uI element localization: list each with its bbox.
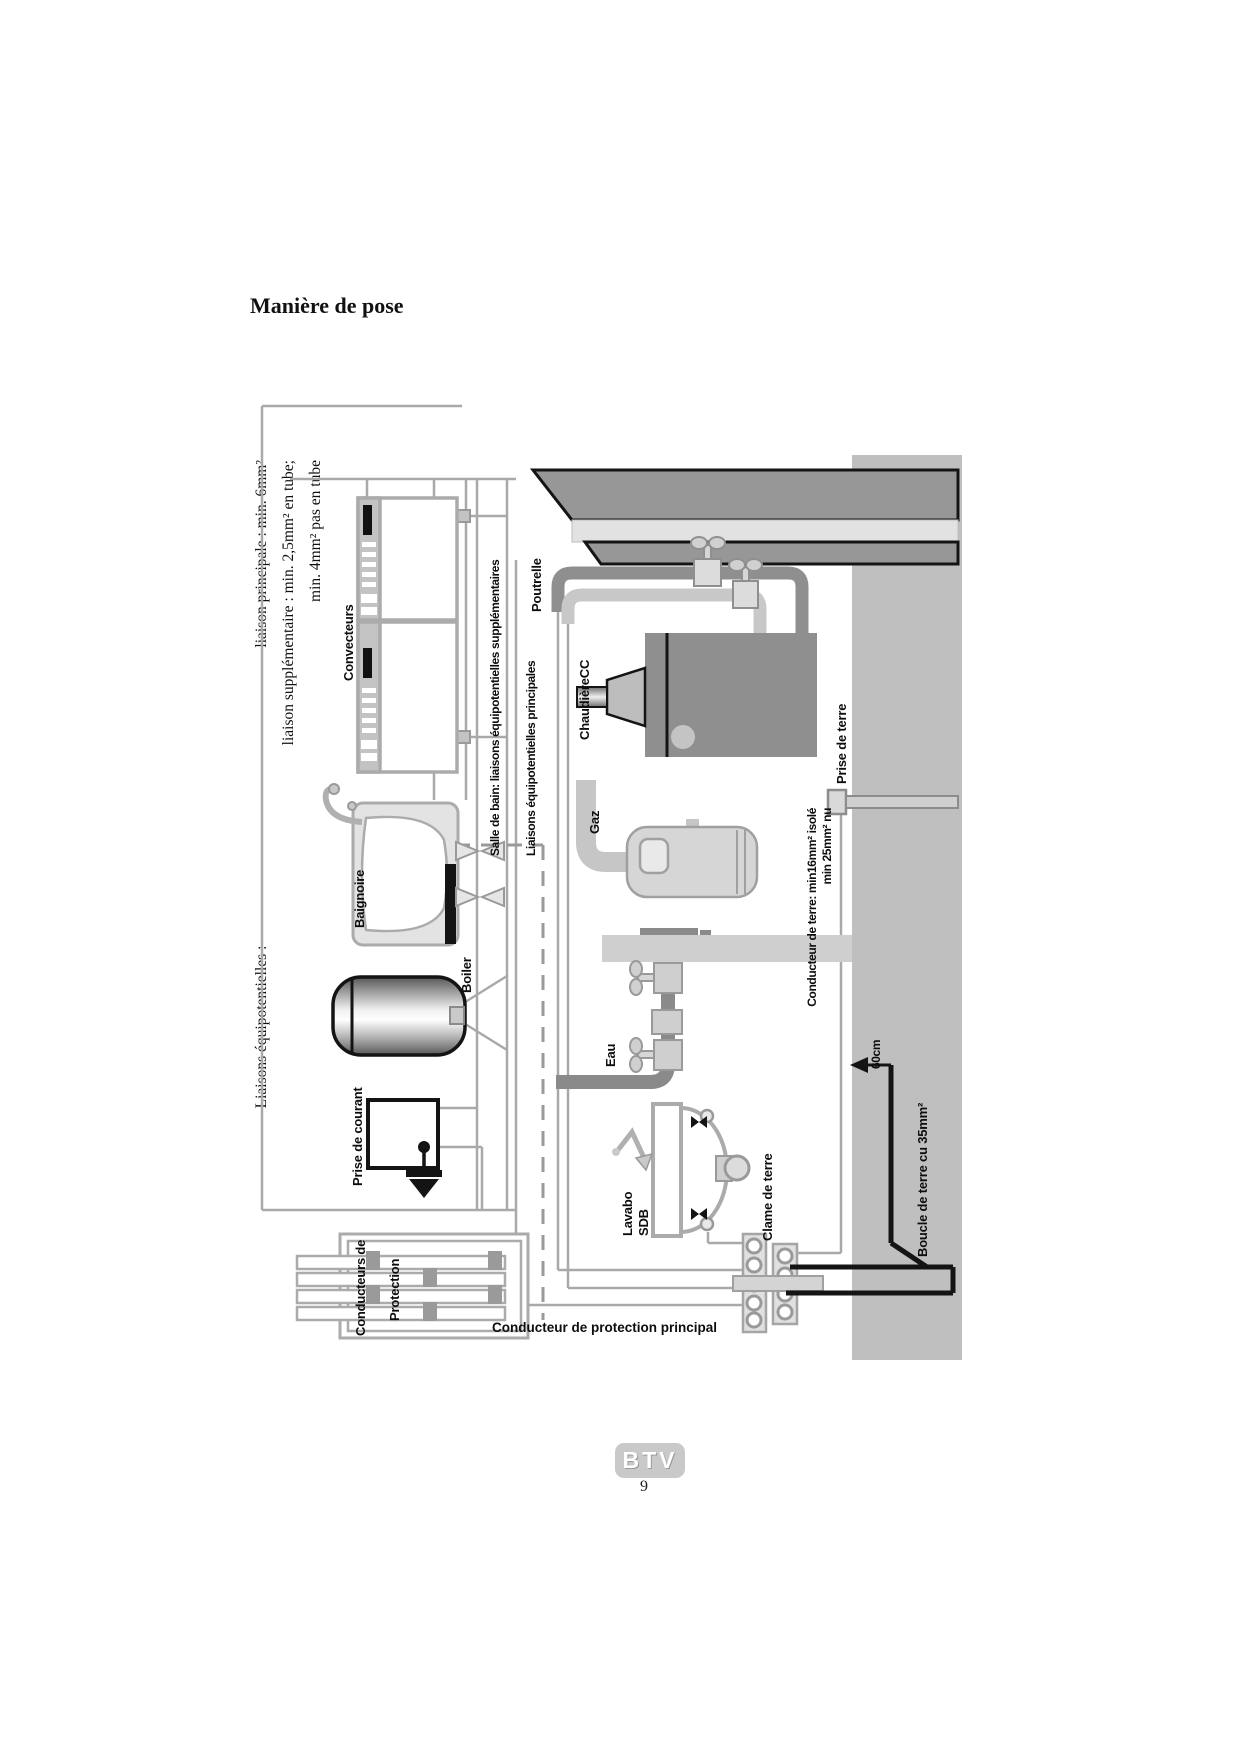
label-clame-de-terre: Clame de terre [760, 1153, 775, 1241]
earth-loop [786, 1057, 956, 1296]
label-gaz: Gaz [587, 810, 602, 834]
earth-clamp-strips [732, 1232, 824, 1334]
burner-cone [605, 666, 647, 728]
label-conducteur-de-terre-l1: Conducteur de terre: min16mm² isolé [805, 808, 819, 1007]
convector-1 [356, 496, 471, 622]
label-boucle-de-terre: Boucle de terre cu 35mm² [915, 1102, 930, 1257]
label-liaisons-principales: Liaisons équipotentielles principales [524, 660, 538, 856]
label-boiler: Boiler [459, 957, 474, 993]
water-pipe-valves [629, 960, 683, 1073]
boiler-cylinder [331, 975, 467, 1057]
washbasin-bonding-clips [691, 1116, 707, 1220]
wall-band [602, 935, 852, 962]
label-baignoire: Baignoire [352, 869, 367, 928]
gas-meter [625, 819, 759, 899]
label-protection: Protection [387, 1258, 402, 1321]
washbasin-faucet [616, 1127, 649, 1164]
chaudiere-cc [576, 633, 817, 757]
protection-conductors-block [295, 1232, 530, 1340]
label-conducteur-de-terre: Conducteur de terre: min16mm² isolé min … [805, 808, 835, 1053]
earth-symbol [406, 1170, 442, 1177]
label-prise-de-courant: Prise de courant [350, 1087, 365, 1186]
label-chaudiere-cc: ChaudièreCC [577, 659, 592, 740]
washbasin [612, 1102, 751, 1238]
label-60cm: 60cm [869, 1039, 883, 1069]
heating-pipes [551, 566, 809, 637]
label-conducteur-de-terre-l2: min 25mm² nu [820, 808, 834, 885]
bonding-conductor-mesh [260, 404, 843, 1307]
label-convecteurs: Convecteurs [341, 604, 356, 681]
steel-beam [529, 468, 960, 566]
ground-soil [852, 455, 962, 1360]
label-sdb: SDB [636, 1209, 651, 1236]
power-socket [366, 1098, 442, 1198]
label-prise-de-terre: Prise de terre [834, 703, 849, 784]
bonding-connectors [455, 840, 505, 908]
depth-arrow [850, 1057, 868, 1073]
btv-logo: BTV [615, 1443, 685, 1478]
label-conducteurs-de: Conducteurs de [353, 1239, 368, 1336]
gas-pipe [576, 780, 640, 872]
label-lavabo: Lavabo [620, 1191, 635, 1236]
label-poutrelle: Poutrelle [529, 558, 544, 612]
earth-electrode [826, 788, 959, 816]
bathroom-dashed-boundary [455, 843, 545, 1320]
label-eau: Eau [603, 1043, 618, 1067]
bathtub [322, 783, 460, 947]
bathtub-bonding-bar [445, 864, 456, 944]
label-conducteur-protection-principal: Conducteur de protection principal [492, 1320, 718, 1335]
burner-shaft [576, 686, 608, 708]
page-number: 9 [640, 1478, 648, 1495]
label-salle-de-bain: Salle de bain: liaisons équipotentielles… [488, 559, 502, 856]
convector-2 [356, 620, 471, 774]
page-title: Manière de pose [250, 293, 404, 318]
heating-pipe-valves [690, 536, 763, 609]
